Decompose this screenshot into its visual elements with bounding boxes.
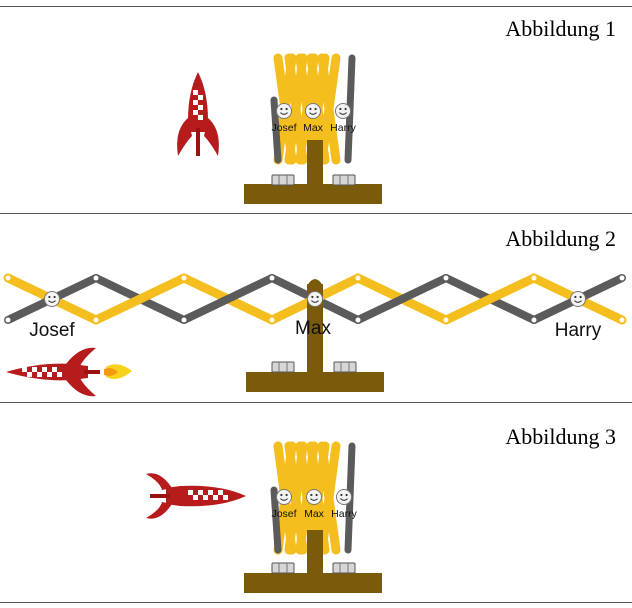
nut-icon [332, 174, 356, 186]
label-max: Max [295, 318, 331, 339]
label-harry: Harry [555, 320, 602, 341]
smiley-face-icon [276, 489, 292, 505]
smiley-face-icon [276, 103, 292, 119]
nut-icon [332, 562, 356, 574]
nut-icon [271, 361, 295, 373]
base-plate [246, 372, 384, 392]
nut-icon [271, 174, 295, 186]
smiley-face-icon [335, 103, 351, 119]
panel-3-title: Abbildung 3 [505, 424, 616, 449]
label-max: Max [304, 508, 325, 520]
smiley-face-icon [306, 489, 322, 505]
post-cap [307, 279, 323, 286]
smiley-face-icon [570, 291, 586, 307]
support-post [307, 530, 323, 576]
panel-1-title: Abbildung 1 [505, 16, 616, 41]
divider-1-2 [0, 213, 632, 214]
smiley-face-icon [307, 291, 323, 307]
label-josef: Josef [271, 122, 296, 134]
label-max: Max [303, 122, 324, 134]
smiley-face-icon [305, 103, 321, 119]
panel-2-title: Abbildung 2 [505, 226, 616, 251]
base-plate [244, 184, 382, 204]
support-post [307, 140, 323, 186]
base-plate [244, 573, 382, 593]
nut-icon [271, 562, 295, 574]
label-josef: Josef [271, 508, 296, 520]
rocket-icon [177, 72, 219, 156]
divider-2-3 [0, 402, 632, 403]
label-josef: Josef [29, 320, 75, 341]
panel-2: Josef Max Harry [3, 273, 627, 397]
nut-icon [333, 361, 357, 373]
rocket-icon [146, 473, 246, 519]
label-harry: Harry [331, 508, 357, 520]
panel-1: Josef Max Harry [177, 53, 382, 204]
smiley-face-icon [44, 291, 60, 307]
support-post [307, 284, 323, 376]
divider-top [0, 6, 632, 7]
panel-3: Josef Max Harry [146, 441, 382, 593]
rocket-icon [6, 347, 132, 397]
divider-bottom [0, 602, 632, 603]
label-harry: Harry [330, 122, 356, 134]
smiley-face-icon [336, 489, 352, 505]
